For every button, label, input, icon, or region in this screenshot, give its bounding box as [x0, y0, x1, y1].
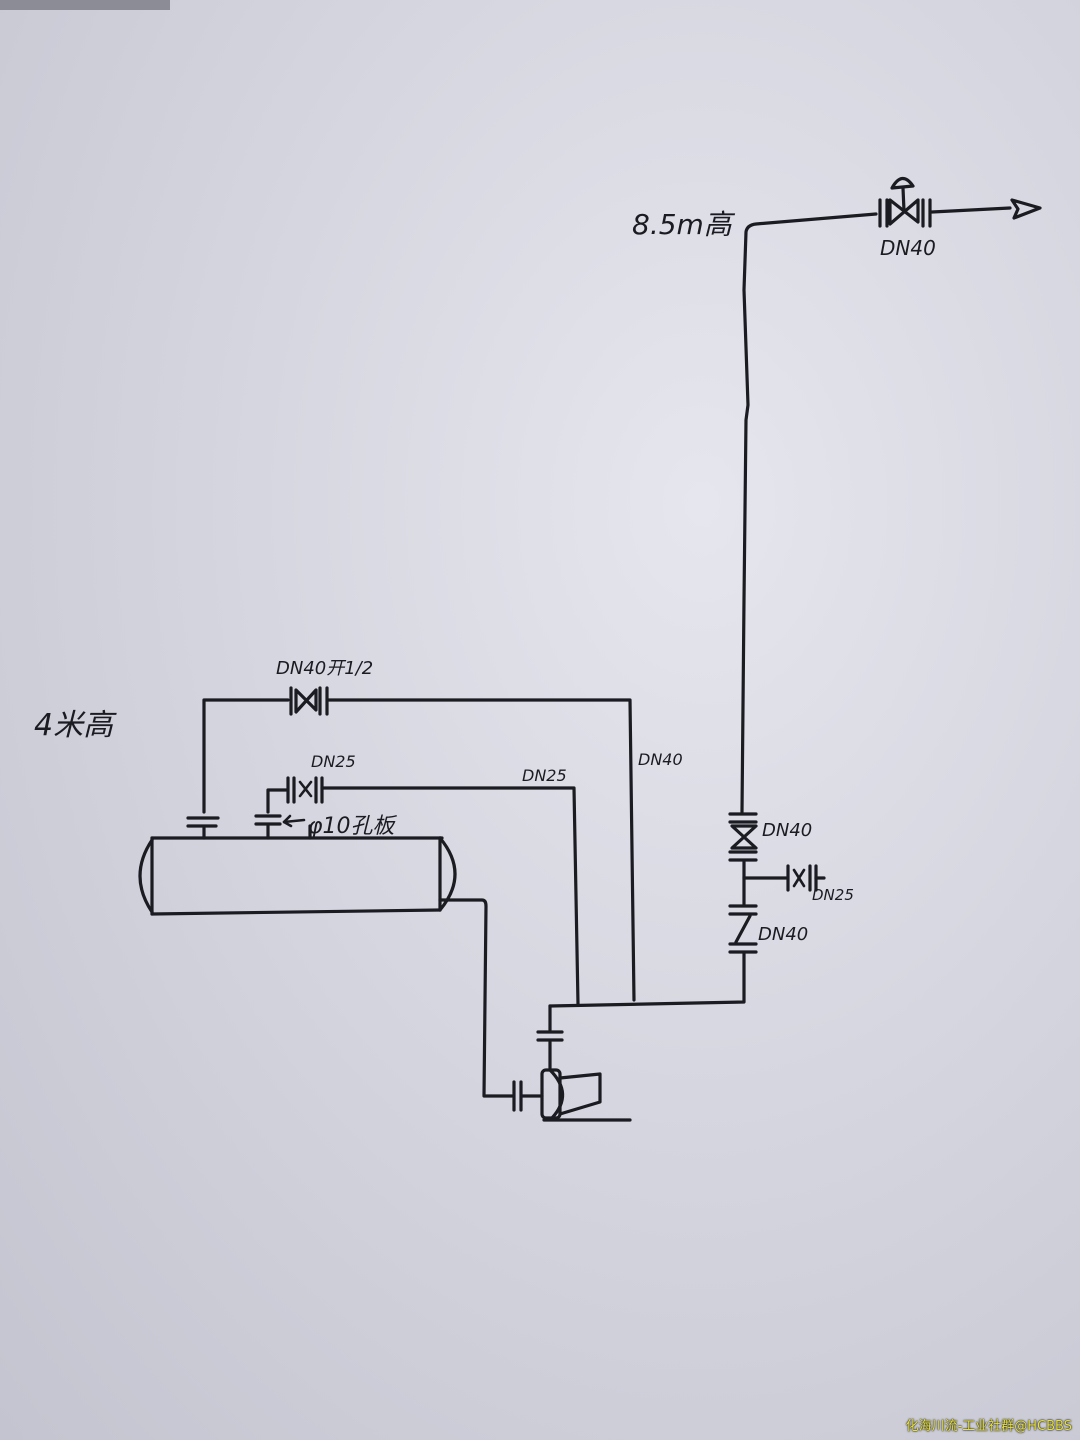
pump: [536, 1004, 632, 1122]
return-line: [254, 786, 580, 1006]
small-valve-top-label: DN25: [311, 752, 356, 771]
discharge-gate-valve: [728, 812, 758, 906]
drain-valve-label: DN25: [812, 886, 854, 904]
discharge-valve-upper-label: DN40: [762, 820, 813, 841]
outlet-arrow: [1010, 198, 1042, 220]
check-valve: [728, 904, 758, 954]
control-valve-size-label: DN40: [880, 236, 936, 260]
drain-branch: [742, 864, 826, 892]
pump-discharge-header: [548, 952, 746, 1008]
recirc-line-size-label: DN40: [638, 750, 683, 769]
vessel-elevation-label: 4米高: [34, 708, 114, 743]
bypass-line: [186, 698, 636, 1002]
bypass-valve-label: DN40开1/2: [276, 658, 374, 679]
suction-line: [438, 898, 544, 1112]
bypass-valve: [289, 686, 329, 716]
watermark: 化海川流-工业社群@HCBBS: [905, 1419, 1072, 1434]
discharge-header: [740, 206, 1012, 814]
orifice-plate-label: φ10孔板: [308, 814, 395, 839]
paper-edge: [0, 0, 170, 10]
horizontal-vessel: [138, 836, 457, 916]
small-valve-top: [286, 776, 324, 804]
control-valve: [878, 176, 932, 228]
check-valve-lower-label: DN40: [758, 924, 809, 945]
return-line-size-label: DN25: [522, 766, 567, 785]
top-elevation-label: 8.5m高: [632, 208, 732, 241]
